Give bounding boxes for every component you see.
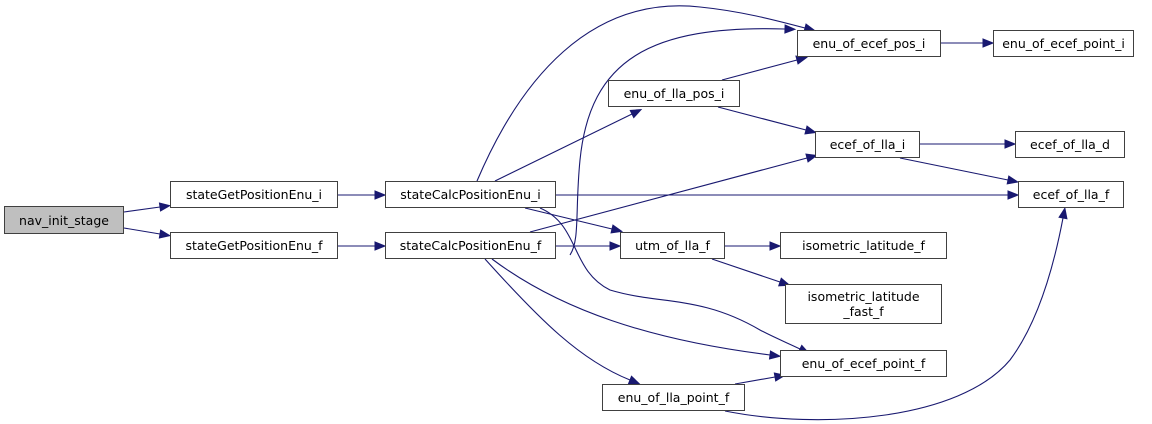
edge-utm_of_lla_f-to-isometric_latitude_fast_f bbox=[711, 258, 791, 287]
edge-line bbox=[899, 157, 1009, 181]
arrowhead-icon bbox=[982, 38, 995, 48]
arrowhead-icon bbox=[609, 241, 622, 251]
edge-stateGetPositionEnu_f-to-stateCalcPositionEnu_f bbox=[338, 241, 387, 251]
node-state-calc-position-enu-f[interactable]: stateCalcPositionEnu_f bbox=[385, 232, 556, 259]
edge-line bbox=[476, 5, 806, 182]
arrowhead-icon bbox=[610, 224, 624, 234]
node-enu-of-ecef-pos-i[interactable]: enu_of_ecef_pos_i bbox=[797, 30, 941, 57]
node-enu-of-ecef-point-f[interactable]: enu_of_ecef_point_f bbox=[780, 350, 947, 377]
node-enu-of-lla-pos-i[interactable]: enu_of_lla_pos_i bbox=[608, 80, 740, 107]
node-state-get-position-enu-i[interactable]: stateGetPositionEnu_i bbox=[170, 181, 338, 208]
edge-enu_of_lla_pos_i-to-ecef_of_lla_i bbox=[717, 106, 817, 135]
node-nav-init-stage: nav_init_stage bbox=[4, 206, 124, 234]
arrowhead-icon bbox=[627, 375, 641, 385]
edge-ecef_of_lla_i-to-ecef_of_lla_d bbox=[920, 139, 1017, 149]
edge-line bbox=[529, 157, 808, 233]
edge-enu_of_lla_point_f-to-ecef_of_lla_f bbox=[724, 206, 1068, 421]
node-isometric-latitude-f[interactable]: isometric_latitude_f bbox=[780, 232, 947, 259]
arrowhead-icon bbox=[778, 277, 791, 287]
edge-stateCalcPositionEnu_i-to-utm_of_lla_f bbox=[524, 207, 624, 234]
node-ecef-of-lla-i[interactable]: ecef_of_lla_i bbox=[815, 131, 920, 158]
edge-stateCalcPositionEnu_i-to-ecef_of_lla_f bbox=[556, 190, 1020, 200]
arrowhead-icon bbox=[1006, 175, 1020, 185]
arrowhead-icon bbox=[769, 241, 782, 251]
edge-line bbox=[734, 376, 776, 385]
arrowhead-icon bbox=[1007, 190, 1020, 200]
edge-stateCalcPositionEnu_f-to-enu_of_ecef_point_f bbox=[491, 258, 782, 360]
edge-line bbox=[724, 217, 1064, 421]
edge-line bbox=[491, 258, 771, 356]
arrowhead-icon bbox=[158, 229, 172, 239]
arrowhead-icon bbox=[1004, 139, 1017, 149]
edge-stateCalcPositionEnu_i-to-enu_of_ecef_point_f bbox=[539, 207, 811, 355]
edge-stateCalcPositionEnu_f-to-enu_of_lla_point_f bbox=[484, 258, 641, 385]
node-ecef-of-lla-f[interactable]: ecef_of_lla_f bbox=[1018, 181, 1124, 208]
edge-line bbox=[721, 59, 798, 81]
edge-stateCalcPositionEnu_f-to-enu_of_ecef_pos_i bbox=[569, 24, 797, 256]
edge-line bbox=[484, 258, 631, 381]
edge-line bbox=[711, 258, 781, 283]
arrowhead-icon bbox=[158, 202, 172, 212]
arrowhead-icon bbox=[768, 350, 782, 360]
arrowhead-icon bbox=[374, 190, 387, 200]
edge-nav_init_stage-to-stateGetPositionEnu_i bbox=[123, 202, 172, 213]
node-ecef-of-lla-d[interactable]: ecef_of_lla_d bbox=[1015, 131, 1125, 158]
node-utm-of-lla-f[interactable]: utm_of_lla_f bbox=[620, 232, 725, 259]
edge-line bbox=[524, 207, 613, 230]
arrowhead-icon bbox=[374, 241, 387, 251]
edge-stateCalcPositionEnu_f-to-ecef_of_lla_i bbox=[529, 153, 818, 233]
arrowhead-icon bbox=[1058, 206, 1068, 220]
node-isometric-latitude-fast-f[interactable]: isometric_latitude _fast_f bbox=[785, 284, 942, 324]
edge-line bbox=[717, 106, 807, 131]
node-state-calc-position-enu-i[interactable]: stateCalcPositionEnu_i bbox=[385, 181, 556, 208]
arrowhead-icon bbox=[784, 24, 797, 34]
edge-line bbox=[539, 207, 801, 350]
edge-ecef_of_lla_i-to-ecef_of_lla_f bbox=[899, 157, 1020, 185]
edge-line bbox=[123, 206, 161, 213]
edge-stateGetPositionEnu_i-to-stateCalcPositionEnu_i bbox=[338, 190, 387, 200]
arrowhead-icon bbox=[795, 55, 808, 65]
arrowhead-icon bbox=[629, 109, 643, 119]
arrowhead-icon bbox=[805, 153, 818, 163]
edge-stateCalcPositionEnu_i-to-enu_of_lla_pos_i bbox=[494, 109, 643, 182]
edge-line bbox=[494, 113, 633, 182]
edge-line bbox=[569, 28, 786, 256]
edge-enu_of_ecef_pos_i-to-enu_of_ecef_point_i bbox=[941, 38, 995, 48]
edge-enu_of_lla_point_f-to-enu_of_ecef_point_f bbox=[734, 372, 787, 385]
edge-stateCalcPositionEnu_f-to-utm_of_lla_f bbox=[556, 241, 622, 251]
edge-nav_init_stage-to-stateGetPositionEnu_f bbox=[123, 227, 172, 239]
edge-utm_of_lla_f-to-isometric_latitude_f bbox=[725, 241, 782, 251]
node-state-get-position-enu-f[interactable]: stateGetPositionEnu_f bbox=[170, 232, 338, 259]
arrowhead-icon bbox=[804, 125, 817, 135]
node-enu-of-lla-point-f[interactable]: enu_of_lla_point_f bbox=[602, 384, 745, 411]
node-enu-of-ecef-point-i[interactable]: enu_of_ecef_point_i bbox=[993, 30, 1134, 57]
edge-line bbox=[123, 227, 161, 235]
edge-enu_of_lla_pos_i-to-enu_of_ecef_pos_i bbox=[721, 55, 808, 81]
